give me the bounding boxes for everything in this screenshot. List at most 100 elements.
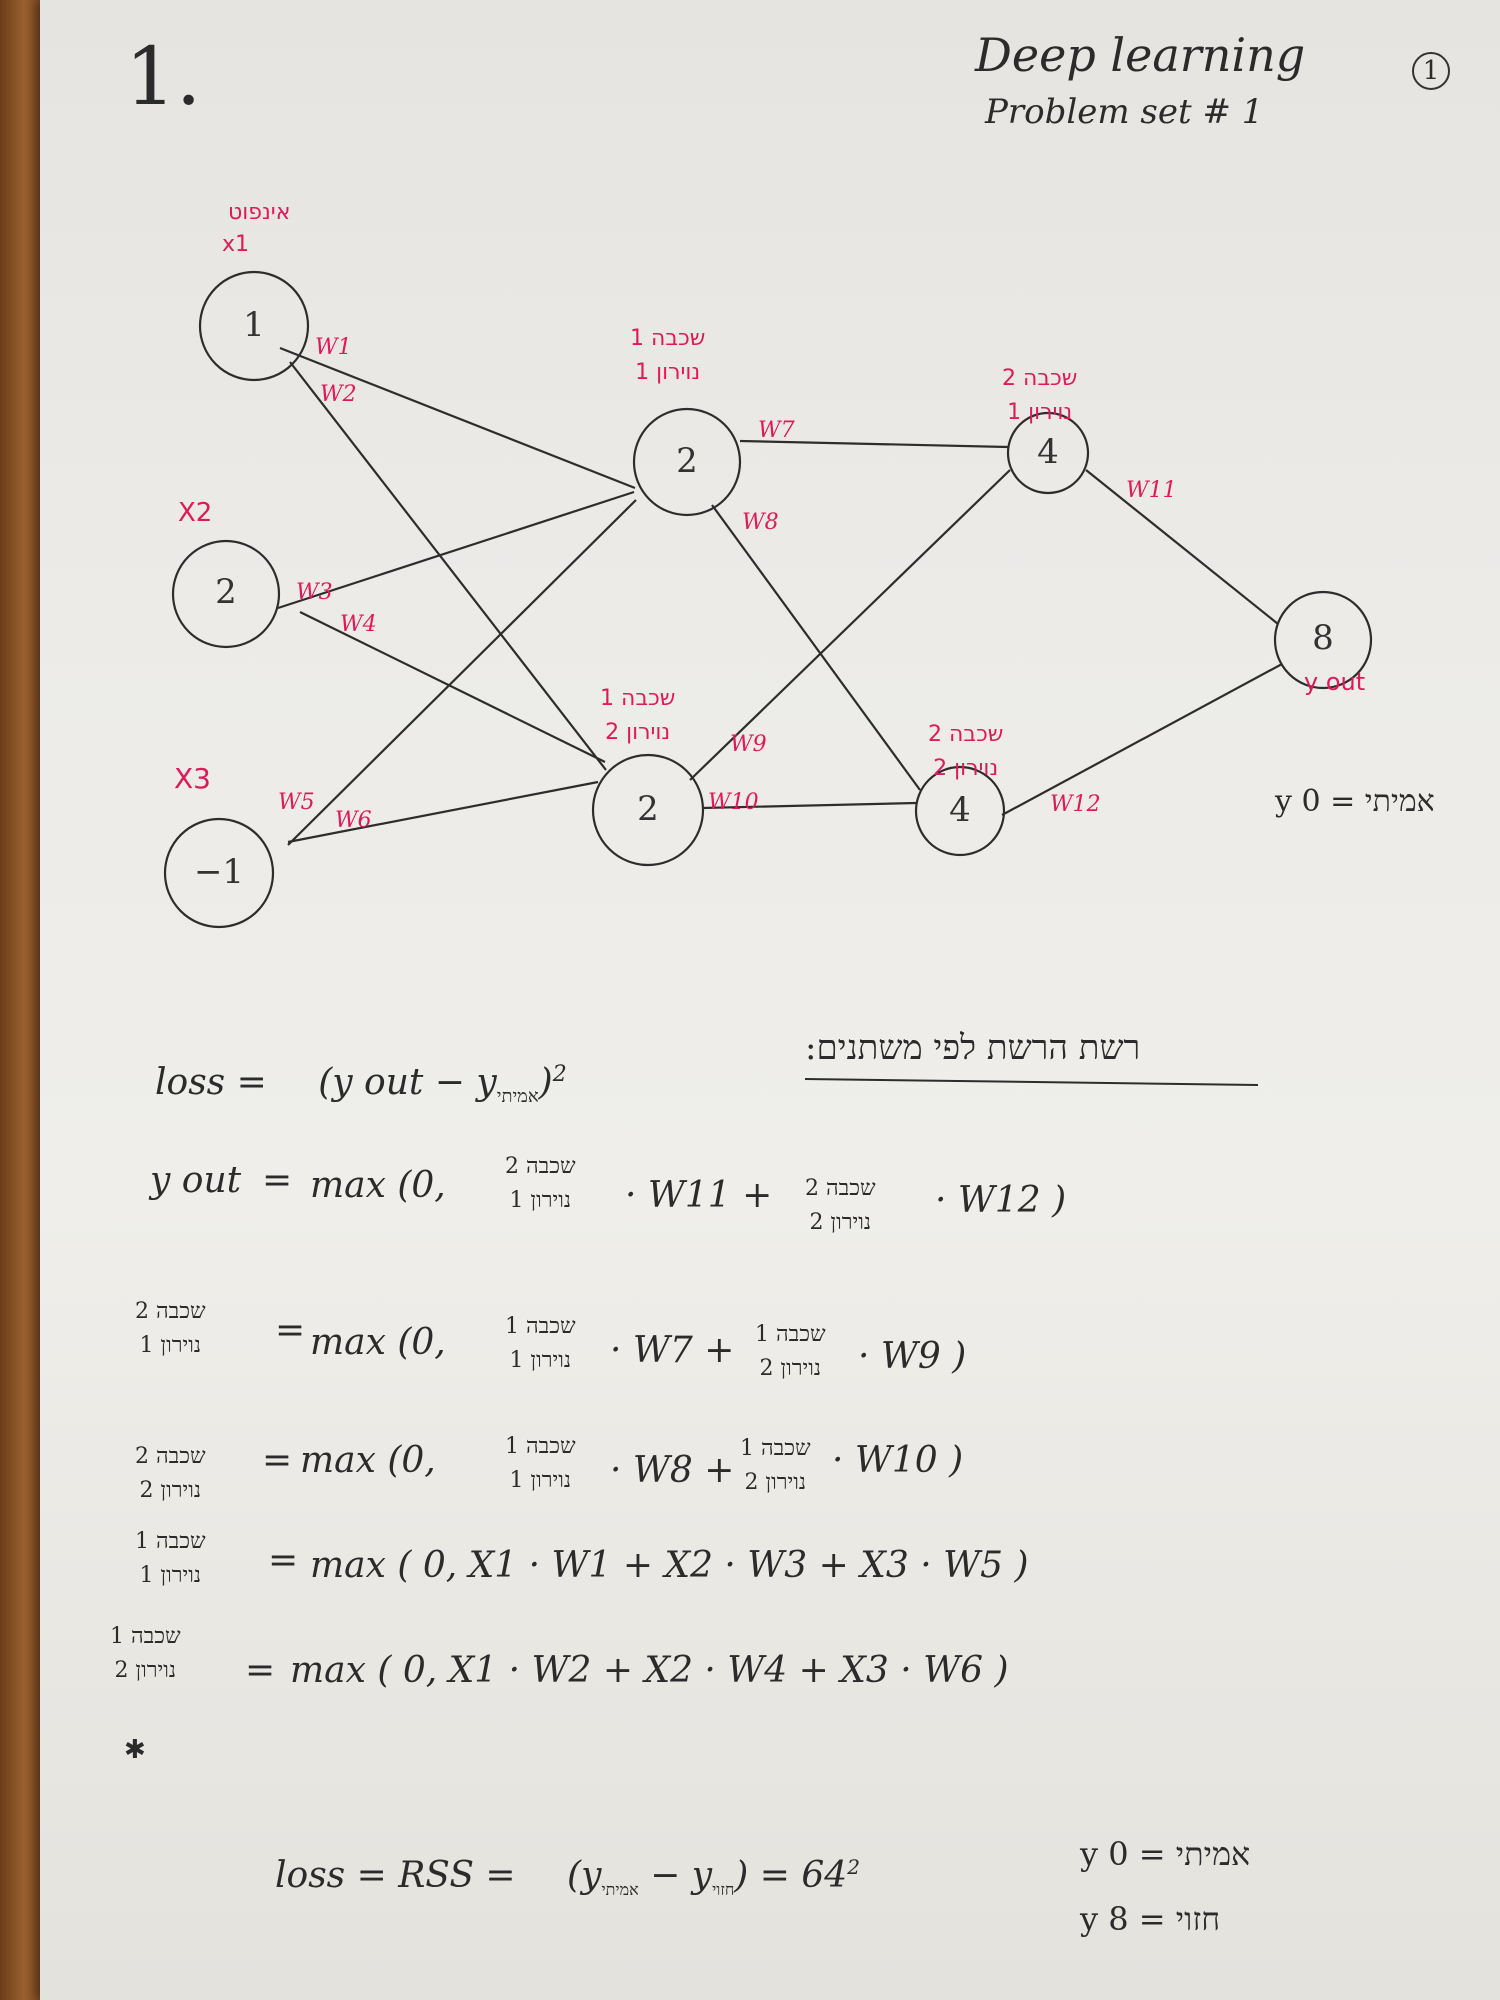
eq-loss-body: (y out − y — [318, 1062, 497, 1103]
weight-label: W4 — [340, 612, 377, 637]
node-label: −1 — [193, 852, 245, 892]
page-marker: 1 — [1412, 52, 1450, 90]
eq-rss-sub1: אמיתי — [601, 1880, 639, 1900]
output-label: y out — [1304, 668, 1366, 696]
eq-yout-w1: · W11 + — [625, 1175, 773, 1216]
weight-label: W3 — [296, 580, 333, 605]
eq-rss-sub2: חזוי — [712, 1880, 735, 1900]
eq-l2n1-w2: · W9 ) — [858, 1336, 967, 1377]
eq-rss-mid: − y — [650, 1855, 713, 1896]
hidden-node-l1n2 — [591, 753, 705, 867]
eq-l2n1-eq: = — [275, 1310, 306, 1351]
weight-label: W2 — [320, 382, 357, 407]
node-label: 2 — [637, 789, 659, 829]
section-underline — [804, 1078, 1259, 1086]
eq-l2n2-w2: · W10 ) — [832, 1440, 964, 1481]
node-label: 2 — [676, 441, 698, 481]
weight-label: W11 — [1126, 478, 1177, 503]
weight-label: W1 — [315, 335, 352, 360]
hidden-node-l1n1 — [632, 407, 742, 517]
node-label: 4 — [1037, 432, 1059, 472]
eq-yout-lhs: y out — [150, 1160, 242, 1201]
weight-label: W7 — [758, 418, 795, 443]
page-subtitle: Problem set # 1 — [985, 92, 1264, 132]
eq-l2n1-w1: · W7 + — [610, 1330, 735, 1371]
weight-label: W6 — [335, 808, 372, 833]
edge-w6 — [287, 780, 599, 844]
weight-label: W10 — [708, 790, 759, 815]
edge-w2 — [289, 361, 607, 771]
edge-w12 — [1001, 663, 1283, 816]
weight-label: W5 — [278, 790, 315, 815]
eq-l2n1-max: max (0, — [310, 1322, 446, 1363]
eq-rss-body: (y — [567, 1855, 602, 1896]
input-label-heb: אינפוט — [228, 200, 291, 225]
eq-loss-sub: אמיתי — [496, 1086, 539, 1108]
problem-number: 1. — [125, 30, 202, 123]
eq-loss-close: ) — [538, 1062, 553, 1103]
edge-w5 — [287, 499, 637, 846]
eq-l1n1-eq: = — [268, 1540, 299, 1581]
weight-label: W8 — [742, 510, 779, 535]
eq-yout-w2: · W12 ) — [935, 1180, 1067, 1221]
summary-pred-y: y חזוי = 8 — [1080, 1900, 1221, 1938]
scribble-mark: ✱ — [124, 1735, 146, 1765]
edge-w8 — [711, 504, 921, 791]
eq-yout-max: max (0, — [310, 1165, 446, 1206]
edge-w9 — [689, 469, 1011, 781]
eq-loss-lhs: loss = — [155, 1062, 267, 1103]
paper-sheet — [40, 0, 1500, 2000]
input-node-2 — [171, 539, 281, 649]
eq-yout-eq: = — [262, 1160, 293, 1201]
eq-l2n2-eq: = — [262, 1440, 293, 1481]
eq-l2n2-max: max (0, — [300, 1440, 436, 1481]
true-y-label: y אמיתי = 0 — [1275, 784, 1435, 819]
input-label-x1: x1 — [222, 232, 250, 257]
output-node — [1273, 590, 1373, 690]
edge-w10 — [701, 801, 917, 810]
eq-rss-pow: 2 — [847, 1855, 860, 1879]
hidden-node-l2n1 — [1006, 411, 1090, 495]
edge-w4 — [299, 611, 606, 763]
node-label: 1 — [243, 305, 265, 345]
node-label: 2 — [215, 572, 237, 612]
edge-w1 — [279, 346, 636, 490]
eq-l1n2-body: max ( 0, X1 · W2 + X2 · W4 + X3 · W6 ) — [290, 1650, 1009, 1691]
edge-w3 — [277, 490, 635, 610]
weight-label: W9 — [730, 732, 767, 757]
eq-rss: loss = RSS = (yאמיתי − yחזוי) = 642 — [275, 1855, 860, 1900]
section-title: רשת הרשת לפי משתנים: — [805, 1028, 1141, 1068]
eq-l1n2-eq: = — [245, 1650, 276, 1691]
input-node-1 — [198, 270, 310, 382]
eq-loss-pow: 2 — [552, 1062, 567, 1087]
input-label-x2: X2 — [178, 498, 213, 528]
edge-w11 — [1085, 469, 1279, 625]
eq-loss: loss = (y out − yאמיתי)2 — [155, 1062, 567, 1107]
input-label-x3: X3 — [174, 762, 211, 795]
weight-label: W12 — [1050, 792, 1101, 817]
eq-l1n1-body: max ( 0, X1 · W1 + X2 · W3 + X3 · W5 ) — [310, 1545, 1029, 1586]
node-label: 8 — [1312, 618, 1334, 658]
node-label: 4 — [949, 790, 971, 830]
hidden-node-l2n2 — [914, 765, 1006, 857]
eq-rss-close: ) = 64 — [734, 1855, 848, 1896]
edge-w7 — [739, 439, 1009, 449]
eq-rss-lhs: loss = RSS = — [275, 1855, 516, 1896]
input-node-3 — [163, 817, 275, 929]
page-title: Deep learning — [975, 28, 1306, 82]
